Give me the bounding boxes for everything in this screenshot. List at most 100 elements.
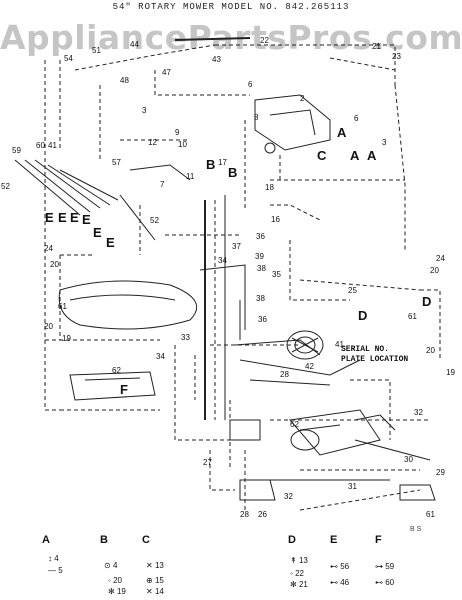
legend-b-item-2: ◦ 20 <box>108 576 122 585</box>
legend-a-item-2: — 5 <box>48 566 63 575</box>
part-label-49: 48 <box>120 76 129 85</box>
part-label-38: 36 <box>256 232 265 241</box>
part-label-3b: 3 <box>382 138 387 147</box>
part-label-17: 17 <box>218 158 227 167</box>
part-label-24b: 24 <box>436 254 445 263</box>
legend-d-item-3: ✻ 21 <box>290 580 308 589</box>
part-label-3a: 3 <box>142 106 147 115</box>
legend-letter-a: A <box>42 534 50 546</box>
legend-f-item-1: ⊶ 59 <box>375 562 395 571</box>
part-label-54: 54 <box>64 54 73 63</box>
part-label-43: 42 <box>305 362 314 371</box>
corner-code: B S <box>410 526 422 533</box>
part-label-20a: 20 <box>50 260 59 269</box>
part-label-23: 23 <box>392 52 401 61</box>
legend-b-item-3: ✻ 19 <box>108 587 126 596</box>
part-label-6a: 6 <box>248 80 253 89</box>
legend-b-item-1: ⊙ 4 <box>104 561 118 570</box>
part-label-18: 18 <box>265 183 274 192</box>
part-label-61c: 61 <box>426 510 435 519</box>
part-label-25: 25 <box>348 286 357 295</box>
letter-e-2: E <box>58 210 67 225</box>
legend-e-item-2: ⊷ 46 <box>330 578 350 587</box>
part-label-42: 41 <box>335 340 344 349</box>
serial-line-2: PLATE LOCATION <box>341 355 409 364</box>
part-label-61b: 61 <box>408 312 417 321</box>
letter-a-2: A <box>350 148 360 163</box>
part-label-34: 34 <box>156 352 165 361</box>
part-label-52a: 52 <box>1 182 10 191</box>
dashed-outline-lines <box>44 44 441 511</box>
part-label-41: 39 <box>255 252 264 261</box>
letter-a-3: A <box>367 148 377 163</box>
part-label-11: 11 <box>186 172 195 181</box>
letter-e-4: E <box>82 212 91 227</box>
letter-a-1: A <box>337 125 347 140</box>
part-label-58: 60 <box>36 141 45 150</box>
part-label-19a: 19 <box>62 334 71 343</box>
serial-line-1: SERIAL NO. <box>341 345 390 354</box>
part-label-55: 57 <box>112 158 121 167</box>
part-label-37: 36 <box>258 315 267 324</box>
part-label-62a: 62 <box>112 366 121 375</box>
part-label-48: 47 <box>162 68 171 77</box>
legend-f-item-2: ⊷ 60 <box>375 578 395 587</box>
part-label-9: 9 <box>175 128 180 137</box>
legend-letter-e: E <box>330 534 338 546</box>
letter-d-1: D <box>422 294 432 309</box>
part-label-31: 31 <box>348 482 357 491</box>
part-label-39: 37 <box>232 242 241 251</box>
part-label-21: 21 <box>372 42 381 51</box>
legend-d-item-2: ◦ 22 <box>290 569 304 578</box>
legend-letter-b: B <box>100 534 108 546</box>
lift-rod-shape <box>129 37 321 420</box>
legend-d-item-1: ↟ 13 <box>290 556 308 565</box>
letter-e-3: E <box>70 210 79 225</box>
pulley-shape <box>286 330 324 360</box>
legend-a-item-1: ↕ 4 <box>48 554 59 563</box>
letter-e-5: E <box>93 225 102 240</box>
blade-fan-lines <box>14 159 156 241</box>
part-label-27: 27 <box>203 458 212 467</box>
part-label-16: 16 <box>271 215 280 224</box>
legend-c-item-3: ✕ 14 <box>146 587 164 596</box>
part-label-62b: 62 <box>290 420 299 429</box>
part-label-22: 22 <box>260 36 269 45</box>
part-label-35: 34 <box>218 256 227 265</box>
part-label-47: 44 <box>130 40 139 49</box>
letter-c-1: C <box>317 148 327 163</box>
part-label-2: 2 <box>300 94 305 103</box>
gearbox-shape <box>254 94 331 154</box>
part-label-24a: 24 <box>44 244 53 253</box>
legend-c-item-1: ✕ 13 <box>146 561 164 570</box>
part-label-12: 12 <box>148 138 157 147</box>
letter-e-6: E <box>106 235 115 250</box>
part-label-32a: 32 <box>414 408 423 417</box>
letter-b-1: B <box>206 157 216 172</box>
letter-b-2: B <box>228 165 238 180</box>
part-label-40b: 38 <box>256 294 265 303</box>
letter-f-1: F <box>120 382 128 397</box>
part-label-20c: 20 <box>430 266 439 275</box>
letter-d-2: D <box>358 308 368 323</box>
part-label-7: 7 <box>160 180 165 189</box>
part-label-40a: 38 <box>257 264 266 273</box>
legend-letter-d: D <box>288 534 296 546</box>
part-label-36: 35 <box>272 270 281 279</box>
part-label-6b: 6 <box>354 114 359 123</box>
part-label-28a: 28 <box>280 370 289 379</box>
part-label-51: 51 <box>92 46 101 55</box>
header-title: 54" ROTARY MOWER MODEL NO. 842.265113 <box>112 2 350 12</box>
belt-lines <box>239 359 390 481</box>
part-label-32b: 32 <box>284 492 293 501</box>
part-label-20d: 20 <box>426 346 435 355</box>
part-label-20b: 20 <box>44 322 53 331</box>
part-label-52b: 52 <box>150 216 159 225</box>
part-label-26: 26 <box>258 510 267 519</box>
legend-letter-c: C <box>142 534 150 546</box>
legend-letter-f: F <box>375 534 382 546</box>
legend-e-item-1: ⊷ 56 <box>330 562 350 571</box>
part-label-10: 10 <box>178 140 187 149</box>
part-label-30: 30 <box>404 455 413 464</box>
letter-e-1: E <box>45 210 54 225</box>
